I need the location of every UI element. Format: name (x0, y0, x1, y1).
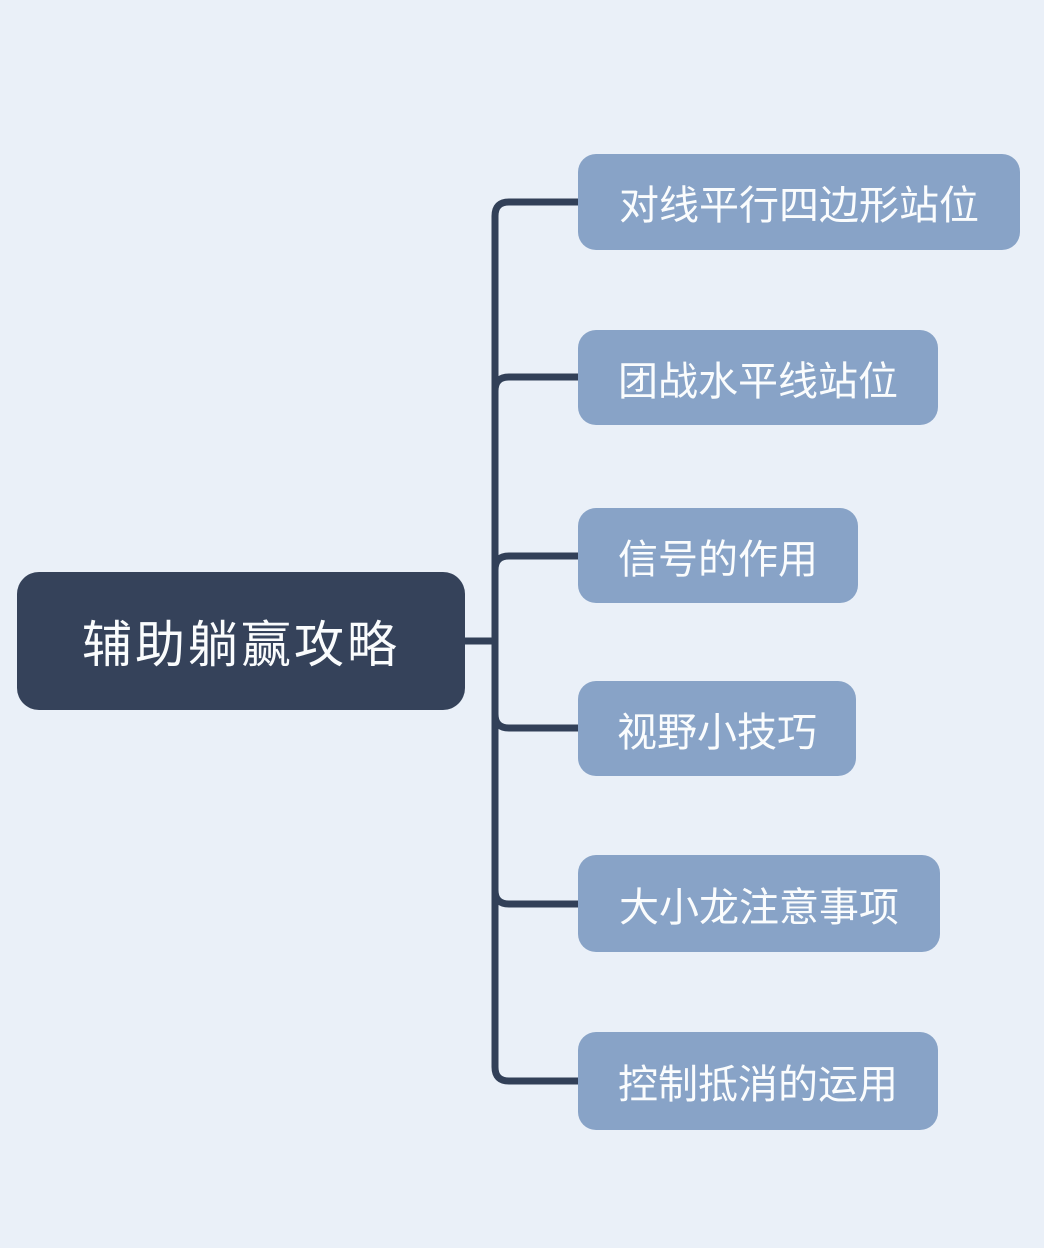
branch-label: 控制抵消的运用 (618, 1062, 898, 1108)
branch-node-laning-parallelogram[interactable]: 对线平行四边形站位 (578, 154, 1020, 250)
branch-label: 对线平行四边形站位 (619, 183, 979, 229)
branch-label: 信号的作用 (618, 536, 818, 583)
branch-node-signal-usage[interactable]: 信号的作用 (578, 508, 858, 603)
branch-label: 团战水平线站位 (618, 358, 898, 405)
branch-label: 大小龙注意事项 (619, 884, 899, 931)
central-topic-node[interactable]: 辅助躺赢攻略 (17, 572, 465, 710)
branch-label: 视野小技巧 (617, 709, 817, 756)
branch-node-vision-tips[interactable]: 视野小技巧 (578, 681, 856, 776)
branch-node-dragon-baron-notes[interactable]: 大小龙注意事项 (578, 855, 940, 952)
central-topic-label: 辅助躺赢攻略 (82, 616, 400, 674)
connector-branch-4 (491, 713, 578, 732)
connector-branch-2 (491, 373, 578, 392)
branch-node-cc-cancel-usage[interactable]: 控制抵消的运用 (578, 1032, 938, 1130)
connector-trunk (491, 198, 578, 1085)
connector-branch-3 (491, 552, 578, 571)
connector-branch-5 (491, 889, 578, 908)
branch-node-teamfight-horizontal[interactable]: 团战水平线站位 (578, 330, 938, 425)
